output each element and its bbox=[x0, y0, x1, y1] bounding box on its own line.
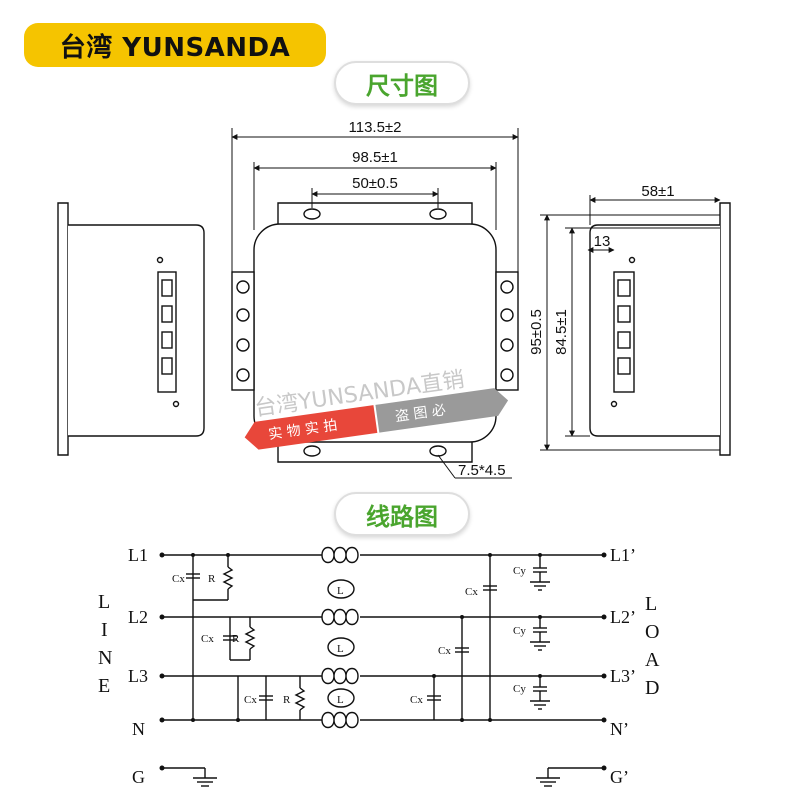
side-load-l: L bbox=[645, 593, 657, 615]
dim-hole-spacing: 50±0.5 bbox=[352, 175, 398, 192]
front-dimensions bbox=[231, 128, 519, 479]
dim-inner-height: 84.5±1 bbox=[553, 309, 570, 355]
front-view bbox=[231, 202, 519, 463]
label-g: G bbox=[132, 767, 145, 787]
dim-depth: 58±1 bbox=[641, 183, 674, 200]
label-l2-out: L2’ bbox=[610, 607, 636, 627]
right-side-view bbox=[589, 202, 731, 456]
brand-badge: 台湾 YUNSANDA bbox=[24, 23, 326, 67]
label-n-out: N’ bbox=[610, 719, 629, 739]
label-l1: L1 bbox=[128, 545, 148, 565]
side-line-l: L bbox=[98, 591, 110, 613]
label-cx-3: Cx bbox=[244, 694, 257, 706]
label-cx-6: Cx bbox=[465, 586, 478, 598]
label-cx-2: Cx bbox=[201, 633, 214, 645]
circuit-terminals bbox=[159, 552, 607, 771]
side-line-n: N bbox=[98, 647, 112, 669]
side-load-o: O bbox=[645, 621, 659, 643]
label-r-2: R bbox=[232, 633, 240, 645]
label-l1-out: L1’ bbox=[610, 545, 636, 565]
circuit-wires bbox=[162, 546, 604, 787]
side-load-a: A bbox=[645, 649, 660, 671]
side-dimensions bbox=[540, 195, 721, 451]
label-cy-2: Cy bbox=[513, 625, 526, 637]
label-l3: L3 bbox=[128, 666, 148, 686]
label-cy-3: Cy bbox=[513, 683, 526, 695]
left-side-view bbox=[57, 202, 205, 456]
dim-offset: 13 bbox=[594, 233, 611, 250]
label-n: N bbox=[132, 719, 145, 739]
label-l2: L2 bbox=[128, 607, 148, 627]
side-line-e: E bbox=[98, 675, 110, 697]
watermark: 台湾YUNSANDA直销 实 物 实 拍 盗 图 必 bbox=[244, 367, 509, 450]
label-g-out: G’ bbox=[610, 767, 629, 787]
section-title-dimensions: 尺寸图 bbox=[334, 61, 470, 105]
label-r-1: R bbox=[208, 573, 216, 585]
label-inductor-2: L bbox=[337, 643, 344, 655]
label-cx-1: Cx bbox=[172, 573, 185, 585]
side-line-i: I bbox=[101, 619, 108, 641]
svg-text:盗 图 必: 盗 图 必 bbox=[394, 402, 447, 425]
dim-height: 95±0.5 bbox=[528, 309, 545, 355]
label-inductor-1: L bbox=[337, 585, 344, 597]
side-load-d: D bbox=[645, 677, 659, 699]
dim-inner-width: 98.5±1 bbox=[352, 149, 398, 166]
label-cx-5: Cx bbox=[438, 645, 451, 657]
dim-slot: 7.5*4.5 bbox=[458, 462, 506, 479]
dim-overall-width: 113.5±2 bbox=[349, 119, 402, 136]
label-inductor-3: L bbox=[337, 694, 344, 706]
label-l3-out: L3’ bbox=[610, 666, 636, 686]
section-title-circuit: 线路图 bbox=[334, 492, 470, 536]
label-r-3: R bbox=[283, 694, 291, 706]
label-cx-4: Cx bbox=[410, 694, 423, 706]
label-cy-1: Cy bbox=[513, 565, 526, 577]
